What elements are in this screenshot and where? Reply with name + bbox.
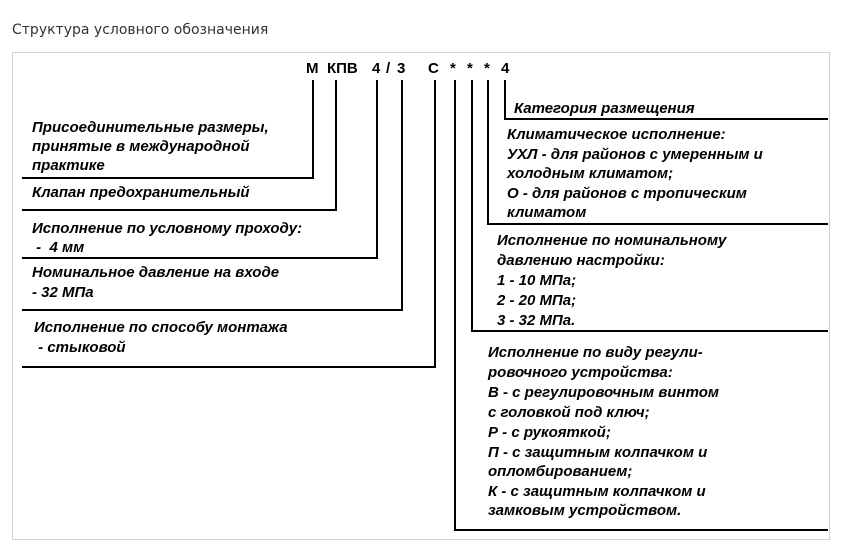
desc-safety-valve: Клапан предохранительный xyxy=(0,0,262,201)
leader-bore xyxy=(22,80,378,259)
page-title: Структура условного обозначения xyxy=(12,22,269,38)
leader-pressure xyxy=(22,80,403,311)
code-part-bore: 4 xyxy=(372,60,381,77)
leader-lines xyxy=(22,80,828,531)
code-part-slash: / xyxy=(386,60,391,77)
desc-climatic-version: Климатическое исполнение: УХЛ - для райо… xyxy=(0,0,784,221)
desc-connection-sizes: Присоединительные размеры, принятые в ме… xyxy=(0,0,289,174)
code-part-regulating: * xyxy=(450,60,456,77)
code-part-setting: * xyxy=(467,60,473,77)
leader-kpv xyxy=(22,80,337,211)
desc-setting-pressure: Исполнение по номинальному давлению наст… xyxy=(496,232,727,329)
diagram-frame xyxy=(12,52,830,540)
code-part-pressure: 3 xyxy=(397,60,405,77)
desc-mounting: Исполнение по способу монтажа - стыковой xyxy=(0,0,308,356)
leader-mounting xyxy=(22,80,436,368)
desc-nominal-bore: Исполнение по условному проходу: - 4 мм xyxy=(0,0,323,256)
code-part-climatic: * xyxy=(484,60,490,77)
leader-climatic xyxy=(487,80,828,225)
desc-placement-category: Категория размещения xyxy=(0,0,707,117)
desc-regulating-device: Исполнение по виду регули- ровочного уст… xyxy=(487,344,719,519)
leader-m xyxy=(22,80,314,179)
desc-inlet-pressure: Номинальное давление на входе - 32 МПа xyxy=(0,0,300,301)
code-part-kpv: КПВ xyxy=(327,60,358,77)
code-part-mounting: С xyxy=(428,60,439,77)
code-part-m: М xyxy=(306,60,319,77)
leader-category xyxy=(504,80,828,120)
designation-code: М КПВ 4 / 3 С * * * 4 xyxy=(306,60,510,77)
code-part-category: 4 xyxy=(501,60,510,77)
leader-setting xyxy=(471,80,828,332)
leader-regulating xyxy=(454,80,828,531)
